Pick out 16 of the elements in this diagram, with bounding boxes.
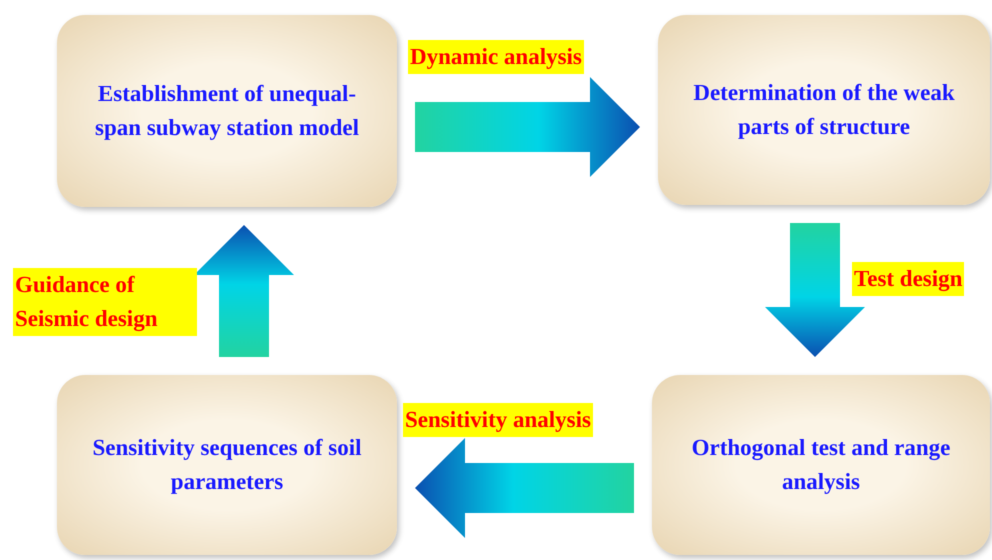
edge-label: Guidance of Seismic design bbox=[13, 268, 197, 336]
edge-label: Test design bbox=[852, 262, 964, 296]
process-box bbox=[57, 15, 397, 207]
block-arrow bbox=[765, 223, 865, 357]
process-box bbox=[652, 375, 990, 555]
edge-label: Sensitivity analysis bbox=[403, 403, 593, 437]
box-text: Determination of the weak parts of structure bbox=[692, 79, 956, 141]
block-arrow bbox=[194, 225, 294, 357]
block-arrow bbox=[415, 77, 640, 177]
box-text: Orthogonal test and range analysis bbox=[690, 434, 952, 496]
process-box bbox=[57, 375, 397, 555]
block-arrow bbox=[415, 438, 634, 538]
edge-label: Dynamic analysis bbox=[408, 40, 584, 74]
box-text: Sensitivity sequences of soil parameters bbox=[92, 434, 362, 496]
box-text: Establishment of unequal-span subway station model bbox=[94, 80, 360, 142]
process-box bbox=[658, 15, 990, 205]
